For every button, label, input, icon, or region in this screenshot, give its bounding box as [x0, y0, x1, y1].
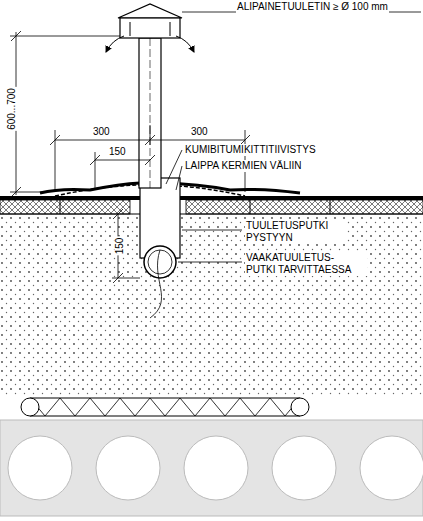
vent-pipe — [139, 38, 180, 318]
dimension: 300 — [190, 126, 209, 138]
part-label: VAAKATUULETUS- PUTKI TARVITTAESSA — [245, 252, 367, 276]
hollow-core-slab — [0, 420, 423, 516]
insulation-board — [0, 200, 423, 214]
dimension: 150 — [114, 237, 126, 256]
roofing-membrane — [0, 183, 423, 198]
part-label: LAIPPA KERMIEN VÄLIIN — [184, 160, 303, 172]
leader-lines — [10, 12, 421, 283]
part-label: ALIPAINETUULETIN ≥ Ø 100 mm — [236, 1, 389, 13]
dimension: 150 — [108, 146, 127, 158]
part-label: KUMIBITUMIKITTITIIVISTYS — [184, 144, 317, 156]
part-label: TUULETUSPUTKI PYSTYYN — [245, 220, 347, 244]
insulation-layer — [21, 398, 309, 416]
dimension: 600...700 — [6, 87, 18, 131]
fill-layer — [0, 214, 423, 396]
dimension: 300 — [92, 126, 111, 138]
ventilator-cap — [106, 4, 194, 52]
